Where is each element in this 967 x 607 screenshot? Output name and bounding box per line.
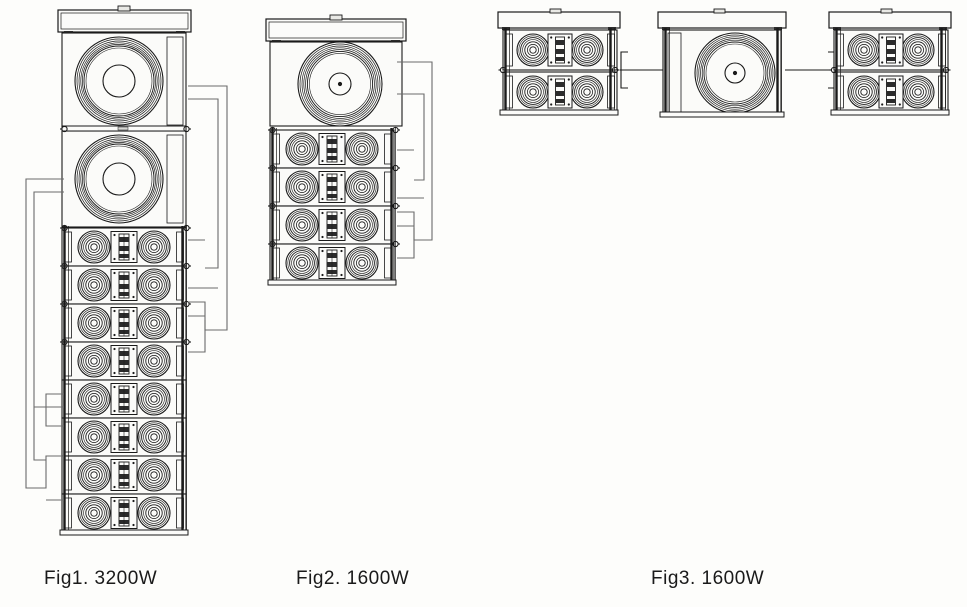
- fig3-right-array-module-1: [833, 29, 949, 71]
- fig1-subwoofer-2: [61, 130, 187, 228]
- fig1-array-rails: [59, 226, 189, 536]
- fig1-array-module-1: [61, 227, 187, 267]
- fig1-array-module-4: [61, 341, 187, 381]
- fig3-cluster-right: [828, 8, 952, 116]
- fig1-array-module-6: [61, 417, 187, 457]
- fig2-array-module-4: [269, 243, 395, 283]
- fig2-array-module-1: [269, 129, 395, 169]
- fig3-cluster-left: [497, 8, 621, 116]
- fig1-subwoofer-1: [61, 32, 187, 130]
- fig1-right-brackets: [188, 85, 228, 353]
- fig1-array-module-8: [61, 493, 187, 533]
- fig3-left-array-module-2: [502, 71, 618, 113]
- fig1-rigging-pins: [59, 125, 191, 346]
- fig3-connector-right: [785, 51, 836, 89]
- fig3-center-flybar: [657, 8, 787, 30]
- fig2-rigging-pins: [267, 126, 400, 248]
- figure-label-fig1: Fig1. 3200W: [44, 568, 158, 589]
- fig1-left-brackets: [25, 178, 64, 501]
- fig2-flybar: [265, 14, 407, 43]
- fig1-array-module-3: [61, 303, 187, 343]
- fig3-connector-left: [620, 51, 666, 89]
- fig2-array-rails: [267, 128, 397, 286]
- fig2-array-module-3: [269, 205, 395, 245]
- fig3-right-array-module-2: [833, 71, 949, 113]
- fig3-right-flybar: [828, 8, 952, 30]
- fig1-array-module-7: [61, 455, 187, 495]
- fig3-left-flybar: [497, 8, 621, 30]
- figure-label-fig2: Fig2. 1600W: [296, 568, 410, 589]
- figure-fig2: [265, 14, 433, 286]
- fig1-flybar: [57, 5, 192, 34]
- figure-label-fig3: Fig3. 1600W: [651, 568, 765, 589]
- fig2-subwoofer-1: [269, 41, 403, 127]
- figure-fig3: [497, 8, 952, 118]
- figure-fig1: [25, 5, 228, 536]
- fig1-array-module-2: [61, 265, 187, 305]
- fig2-array-module-2: [269, 167, 395, 207]
- fig3-left-array-module-1: [502, 29, 618, 71]
- fig1-array-module-5: [61, 379, 187, 419]
- fig2-right-brackets: [397, 61, 433, 259]
- fig3-cluster-center: [657, 8, 787, 118]
